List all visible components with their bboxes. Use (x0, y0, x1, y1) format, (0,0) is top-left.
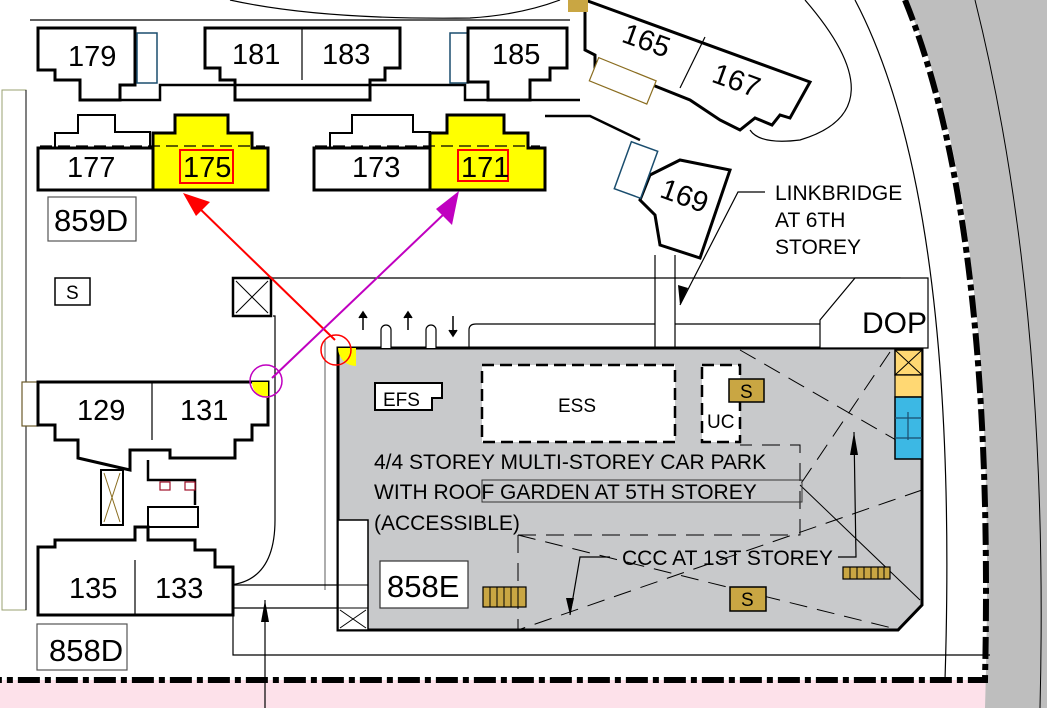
unit-179[interactable] (36, 26, 158, 102)
road-edge-line (974, 0, 1042, 708)
dop-area[interactable] (819, 277, 929, 349)
block-label-859d: 859D (54, 203, 128, 238)
car-park-label-line1: 4/4 STOREY MULTI-STOREY CAR PARK (374, 451, 766, 474)
block-135-133 (36, 525, 235, 617)
magenta-arrowhead-icon (436, 191, 459, 225)
ess-room[interactable] (480, 363, 677, 444)
unit-label: 171 (461, 152, 509, 184)
linkbridge-label-line3: STOREY (775, 236, 861, 259)
block-173-171 (312, 113, 547, 192)
bin-rack-left (482, 586, 527, 608)
inner-curve (854, 0, 948, 681)
arrow-up-icon (850, 432, 858, 455)
unit-label: 129 (77, 395, 125, 427)
magenta-marker-circle[interactable] (249, 364, 283, 398)
unit-label: 179 (68, 41, 116, 73)
unit-185[interactable] (449, 26, 569, 102)
block-129-131 (21, 380, 270, 472)
left-strip (1, 89, 27, 611)
car-park-label-line3: (ACCESSIBLE) (374, 512, 520, 535)
efs-box[interactable] (374, 382, 443, 411)
unit-label: 185 (492, 39, 540, 71)
substation-box-left (54, 277, 91, 306)
substation-box-top (728, 378, 765, 403)
arrow-up-icon (358, 310, 368, 330)
arrow-down-icon (678, 285, 688, 305)
red-marker-line (195, 204, 336, 341)
substation-label: S (741, 590, 754, 611)
unit-label: 133 (155, 573, 203, 605)
unit-label: 181 (232, 39, 280, 71)
stair-icon (613, 140, 659, 200)
block-label-858d: 858D (49, 633, 123, 668)
unit-175-highlight-box (179, 149, 234, 184)
block-label-859d-box (47, 196, 137, 242)
unit-label: 131 (180, 395, 228, 427)
efs-label: EFS (383, 390, 420, 411)
garden-curve (749, 0, 852, 142)
uc-label: UC (707, 412, 734, 433)
unit-label: 135 (69, 573, 117, 605)
unit-label: 183 (322, 39, 370, 71)
block-label-858e: 858E (387, 569, 459, 604)
magenta-marker-line (271, 212, 446, 379)
path-curve (229, 0, 561, 19)
stair-icon (449, 32, 469, 84)
substation-box-bottom (729, 586, 767, 612)
unit-131-corner-marker (252, 382, 268, 398)
linkbridge-label-line2: AT 6TH (775, 209, 845, 232)
arrow-down-icon (448, 316, 458, 338)
red-arrowhead-icon (183, 193, 210, 216)
stair-cross-icon (588, 56, 657, 105)
bin-rack-right (842, 566, 891, 580)
unit-171-highlight-box (457, 149, 509, 182)
pink-zone (0, 680, 990, 708)
unit-177[interactable] (36, 146, 155, 192)
unit-label: 175 (183, 152, 231, 184)
unit-165-167[interactable] (568, 0, 813, 132)
stair-icon (337, 519, 369, 631)
block-label-858e-box (379, 560, 469, 609)
stair-icon (147, 506, 199, 528)
unit-181-183[interactable] (203, 26, 402, 102)
ess-label: ESS (558, 396, 596, 417)
substation-label: S (66, 283, 79, 304)
unit-label: 177 (67, 152, 115, 184)
ccc-label: CCC AT 1ST STOREY (622, 547, 833, 570)
substation-label: S (740, 382, 753, 403)
arrow-up-icon (403, 310, 413, 330)
unit-175[interactable] (151, 113, 270, 192)
site-boundary (0, 0, 989, 683)
unit-label: 173 (352, 152, 400, 184)
arrow-up-icon (261, 600, 269, 622)
uc-room[interactable] (700, 363, 742, 444)
car-park-label-line2: WITH ROOF GARDEN AT 5TH STOREY (374, 481, 757, 504)
arrow-down-icon (566, 598, 574, 615)
unit-169[interactable] (613, 140, 732, 260)
block-177-175 (36, 113, 270, 192)
road (905, 0, 1047, 708)
linkbridge-label-line1: LINKBRIDGE (775, 182, 902, 205)
red-marker-circle[interactable] (320, 334, 352, 366)
stair-icon (136, 32, 158, 84)
block-label-858d-box (36, 623, 128, 671)
dop-label: DOP (862, 307, 927, 340)
